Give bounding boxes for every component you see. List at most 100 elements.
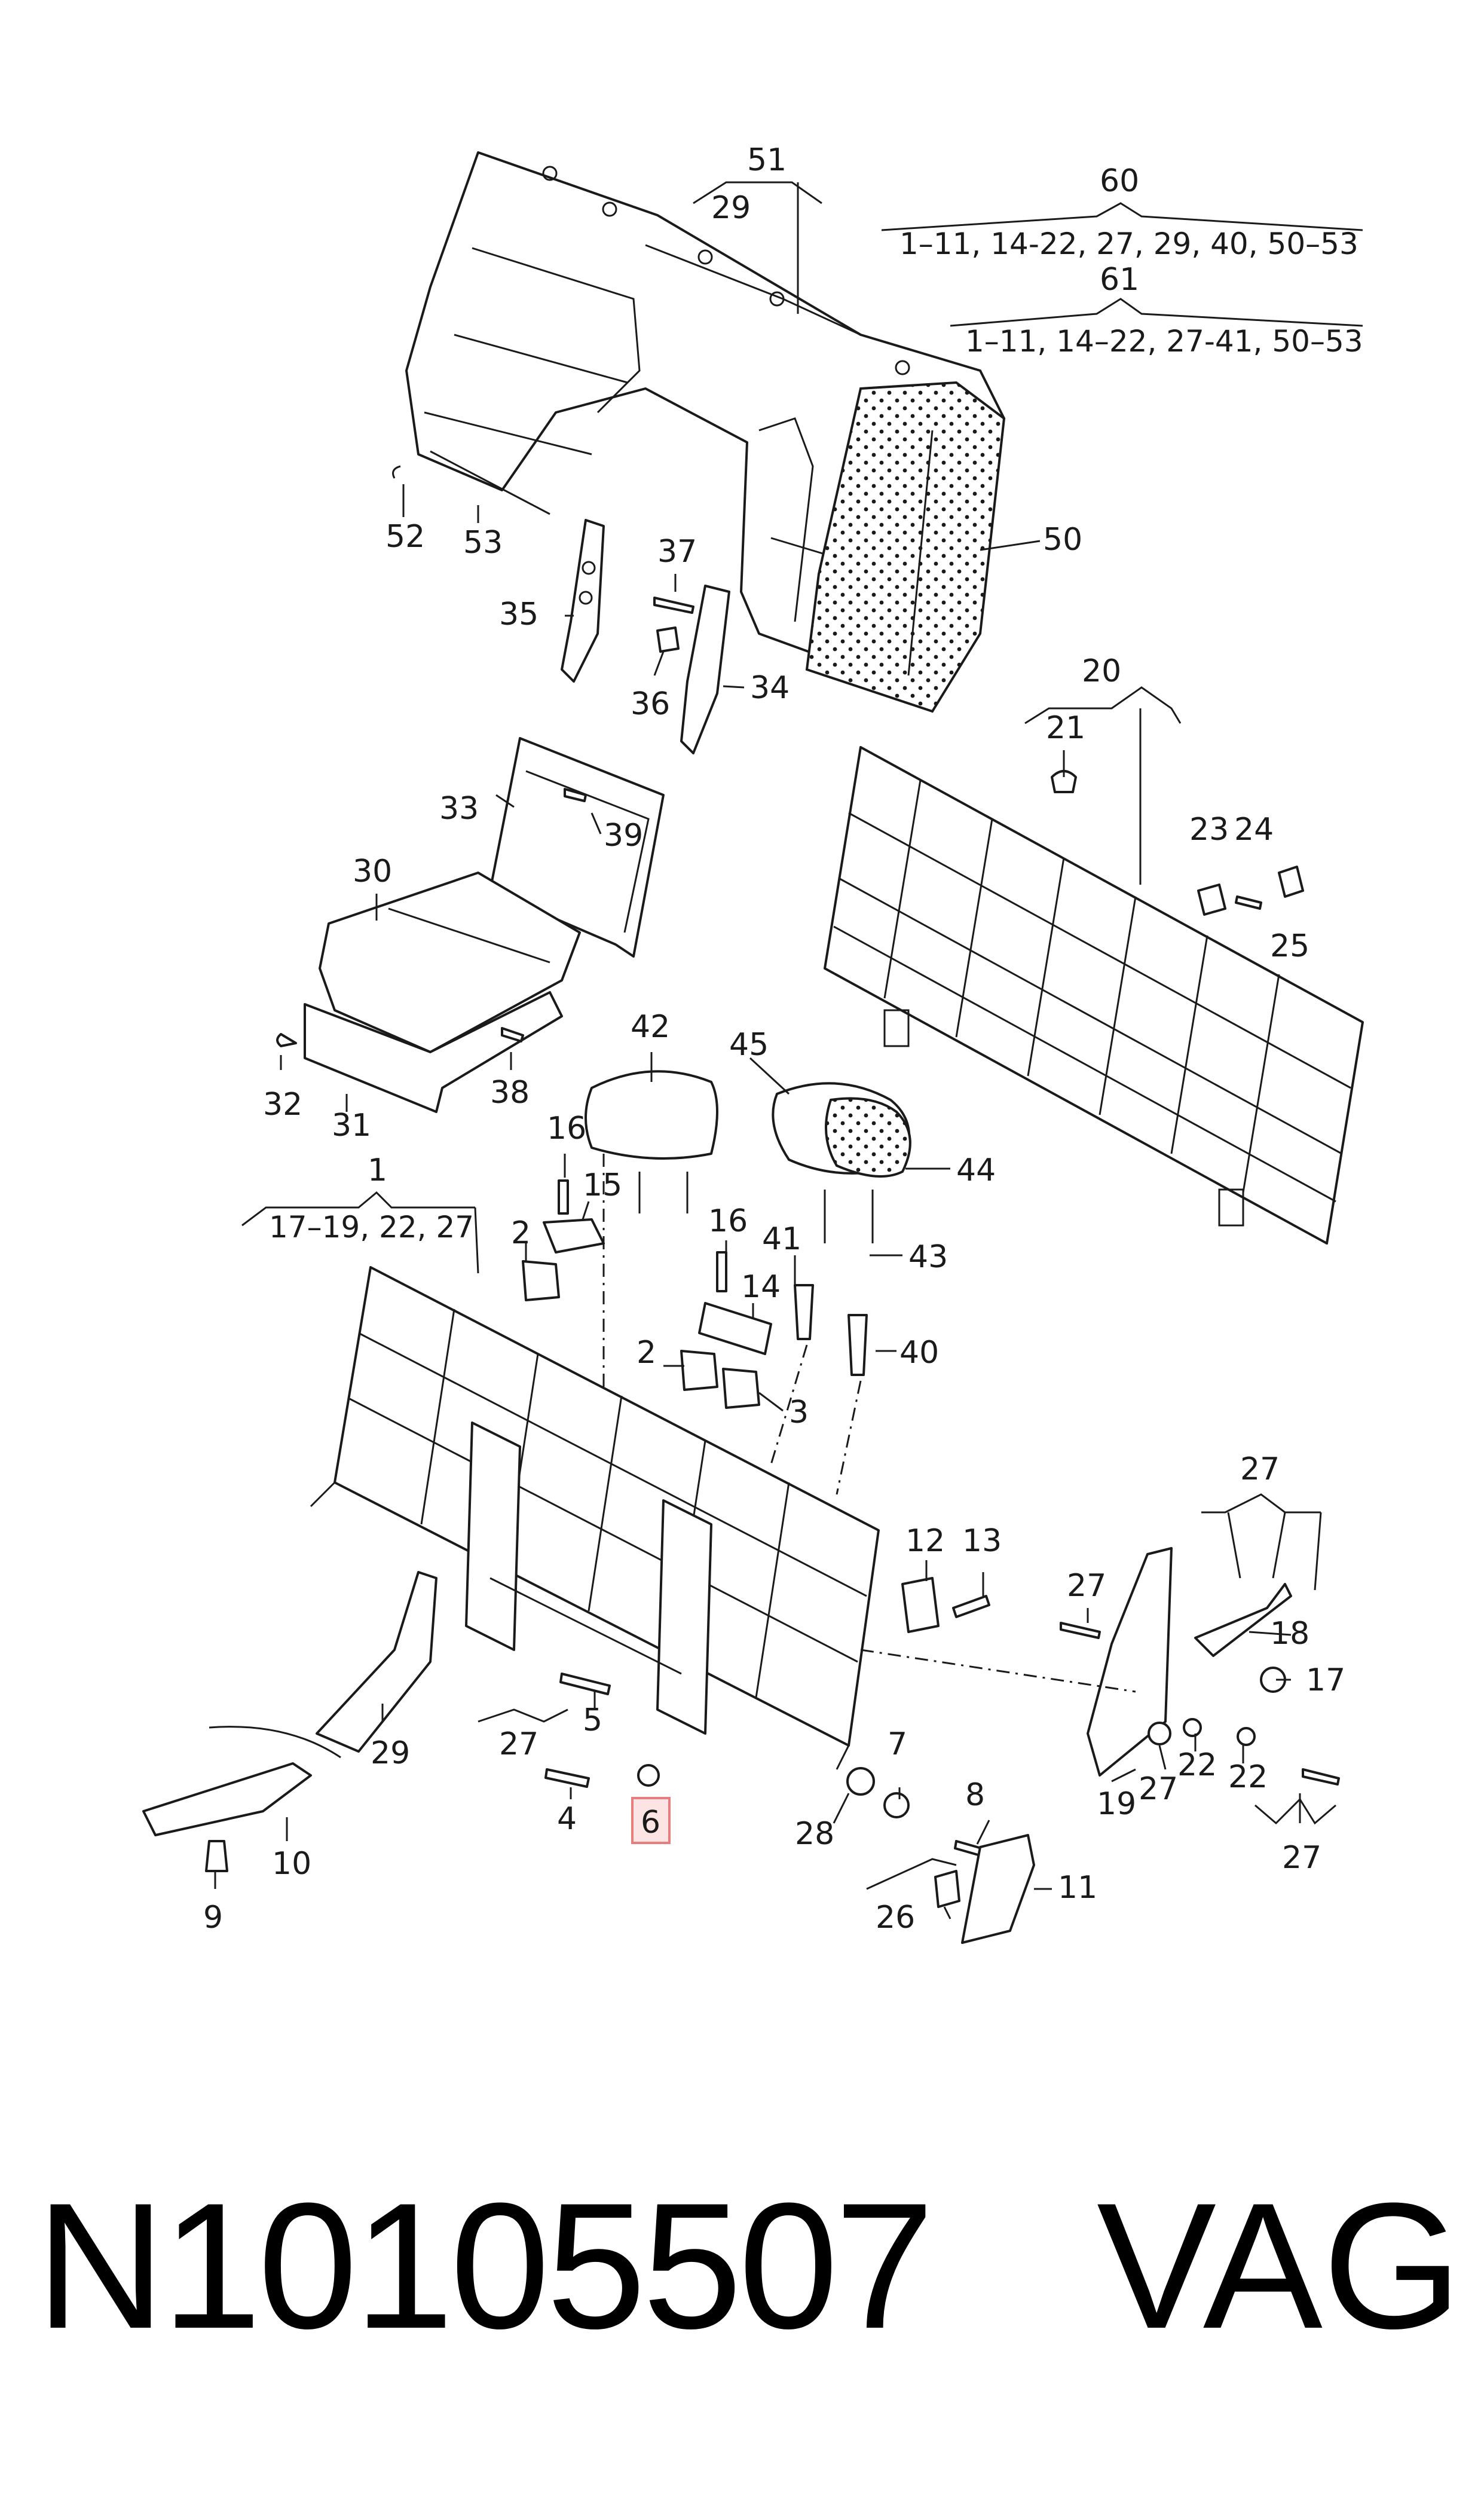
washer-27d <box>1148 1722 1171 1745</box>
headrest-foam-44 <box>825 1097 911 1178</box>
hinge-bracket-34 <box>680 585 730 754</box>
callout-25: 25 <box>1270 928 1309 964</box>
callout-23: 23 <box>1189 812 1229 848</box>
catch-3 <box>722 1368 760 1409</box>
callout-15: 15 <box>583 1167 622 1203</box>
callout-36: 36 <box>631 686 670 722</box>
bolt-27e <box>1302 1768 1340 1786</box>
seat-back-frame-33 <box>489 737 665 958</box>
callout-21: 21 <box>1046 710 1085 746</box>
pivot-cover-12 <box>901 1577 940 1633</box>
brand-name: VAG <box>1097 2165 1462 2366</box>
clip-25 <box>1278 866 1304 898</box>
bolt-5 <box>559 1673 611 1695</box>
callout-4: 4 <box>557 1801 577 1837</box>
callout-22b: 22 <box>1228 1759 1268 1795</box>
highlight-box <box>631 1797 671 1844</box>
callout-32: 32 <box>263 1087 302 1123</box>
panel-10 <box>142 1762 312 1836</box>
callout-14: 14 <box>741 1269 781 1305</box>
washer-22b <box>1237 1727 1256 1746</box>
screw-39 <box>564 788 587 802</box>
washer-22a <box>1183 1718 1202 1737</box>
seat-cushion-30 <box>319 872 581 1053</box>
nut-6 <box>637 1764 660 1787</box>
callout-31: 31 <box>332 1108 371 1144</box>
lever-18 <box>1194 1583 1292 1657</box>
callout-33: 33 <box>439 791 479 827</box>
callout-61: 61 <box>1100 262 1139 298</box>
bolt-37 <box>653 597 694 614</box>
callout-41: 41 <box>762 1221 801 1257</box>
callout-39: 39 <box>604 818 643 854</box>
group-1: 17–19, 22, 27 <box>269 1210 474 1245</box>
hinge-bracket-35 <box>561 519 605 683</box>
callout-60: 60 <box>1100 163 1139 199</box>
callout-17: 17 <box>1306 1662 1345 1698</box>
hinge-19 <box>1087 1547 1173 1777</box>
callout-27b: 27 <box>1067 1568 1106 1604</box>
bolt-4 <box>544 1768 590 1788</box>
guide-41 <box>794 1284 814 1340</box>
callout-51: 51 <box>747 142 787 178</box>
callout-30: 30 <box>353 854 392 889</box>
seat-frame-31 <box>304 991 563 1113</box>
callout-40: 40 <box>899 1335 939 1371</box>
callout-38: 38 <box>490 1075 530 1111</box>
screw-16b <box>716 1251 727 1292</box>
callout-27c: 27 <box>499 1726 538 1762</box>
nut-7 <box>883 1792 910 1818</box>
clip-21 <box>1051 770 1077 793</box>
latch-14 <box>698 1302 772 1355</box>
callout-10: 10 <box>272 1846 311 1882</box>
callout-42: 42 <box>631 1009 670 1045</box>
backrest-cover <box>405 151 1006 713</box>
callout-27d: 27 <box>1139 1771 1178 1807</box>
bracket-23 <box>1197 883 1226 916</box>
trim-strip-53 <box>430 450 550 515</box>
backrest-frame-20 <box>824 746 1364 1245</box>
latch-15 <box>543 1218 605 1254</box>
clip-9 <box>205 1840 228 1872</box>
callout-37: 37 <box>657 534 697 570</box>
callout-6: 6 <box>641 1805 660 1841</box>
leader-lines <box>214 181 1363 1919</box>
strap-29 <box>316 1571 437 1753</box>
trim-26 <box>934 1870 960 1908</box>
bolt-27b <box>1060 1622 1101 1639</box>
callout-19: 19 <box>1097 1786 1136 1822</box>
callout-27a: 27 <box>1240 1451 1280 1487</box>
callout-18: 18 <box>1270 1616 1309 1652</box>
callout-28: 28 <box>795 1816 834 1852</box>
washer-28 <box>846 1767 875 1796</box>
screw-24 <box>1235 895 1262 910</box>
callout-53: 53 <box>463 525 503 561</box>
callout-12: 12 <box>905 1523 945 1559</box>
callout-43: 43 <box>908 1239 948 1275</box>
callout-9: 9 <box>203 1900 223 1936</box>
callout-29b: 29 <box>371 1735 410 1771</box>
callout-45: 45 <box>729 1027 769 1063</box>
callout-44: 44 <box>956 1152 996 1188</box>
screw-16a <box>558 1179 569 1215</box>
callout-50: 50 <box>1043 522 1082 558</box>
group-61: 1–11, 14–22, 27-41, 50–53 <box>965 324 1363 359</box>
callout-34: 34 <box>750 670 790 706</box>
callout-24: 24 <box>1234 812 1274 848</box>
clip-32 <box>276 1033 297 1047</box>
guide-40 <box>847 1314 868 1376</box>
part-number: N10105507 <box>36 2165 934 2366</box>
callout-11: 11 <box>1058 1870 1097 1906</box>
callout-16a: 16 <box>547 1111 586 1147</box>
callout-27e: 27 <box>1282 1840 1321 1876</box>
callout-2b: 2 <box>637 1335 656 1371</box>
trim-cover-11 <box>961 1834 1035 1944</box>
callout-5: 5 <box>583 1702 602 1738</box>
callout-2a: 2 <box>511 1215 531 1251</box>
catch-2a <box>522 1260 560 1301</box>
catch-2b <box>680 1350 718 1391</box>
callout-20: 20 <box>1082 653 1121 689</box>
group-60: 1–11, 14-22, 27, 29, 40, 50–53 <box>899 227 1358 261</box>
callout-52: 52 <box>385 519 425 555</box>
